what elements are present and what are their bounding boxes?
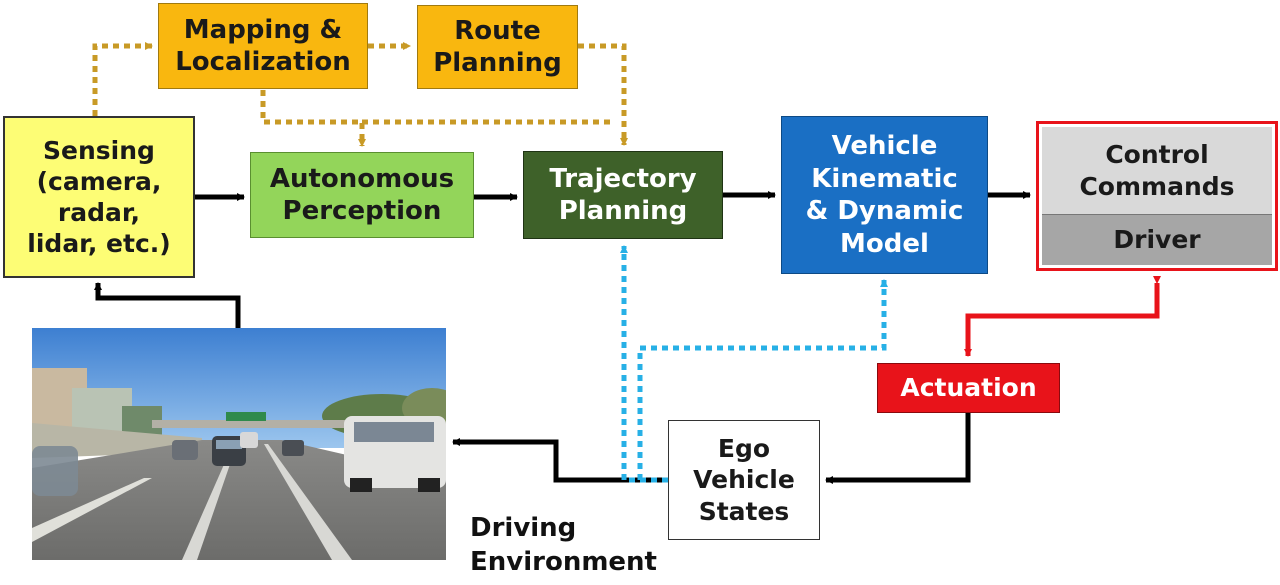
planning-arrows	[92, 42, 628, 147]
node-control-commands: Control Commands	[1042, 127, 1272, 214]
arrow-actuation-to-ego	[825, 413, 971, 484]
node-autonomous-perception-label: Autonomous Perception	[269, 163, 455, 227]
arrow-route-to-trajectory	[578, 43, 628, 146]
node-trajectory-planning: Trajectory Planning	[523, 151, 723, 239]
driving-environment-label: Driving Environment	[470, 513, 657, 577]
arrow-mapping-to-perception	[260, 90, 366, 147]
node-trajectory-planning-label: Trajectory Planning	[549, 163, 697, 227]
actuation-link	[964, 276, 1161, 357]
node-mapping-localization-label: Mapping & Localization	[175, 14, 351, 78]
node-actuation: Actuation	[877, 363, 1060, 413]
main-flow-arrows	[94, 191, 1031, 484]
node-sensing-label: Sensing (camera, radar, lidar, etc.)	[27, 135, 171, 259]
node-vehicle-model: Vehicle Kinematic & Dynamic Model	[781, 116, 988, 274]
driving-environment-image	[32, 328, 446, 560]
node-ego-vehicle-states-label: Ego Vehicle States	[693, 434, 795, 526]
node-ego-vehicle-states: Ego Vehicle States	[668, 420, 820, 540]
arrow-ego-to-environment	[452, 438, 668, 483]
arrow-ego-to-model	[637, 279, 888, 480]
node-route-planning: Route Planning	[417, 5, 578, 89]
node-control-commands-label: Control Commands	[1079, 140, 1235, 201]
node-control-driver: Control Commands Driver	[1036, 121, 1278, 271]
node-actuation-label: Actuation	[900, 373, 1037, 403]
node-driver: Driver	[1042, 214, 1272, 265]
node-route-planning-label: Route Planning	[433, 15, 562, 79]
highway-traffic-photo	[32, 328, 446, 560]
state-feedback-arrows	[620, 245, 888, 483]
arrow-driver-to-actuation	[964, 276, 1161, 357]
node-mapping-localization: Mapping & Localization	[158, 3, 368, 89]
node-autonomous-perception: Autonomous Perception	[250, 152, 474, 238]
arrow-environment-to-sensing	[94, 282, 241, 328]
arrow-sensing-to-mapping	[92, 42, 153, 116]
node-vehicle-model-label: Vehicle Kinematic & Dynamic Model	[805, 131, 964, 259]
node-driver-label: Driver	[1113, 225, 1201, 255]
node-sensing: Sensing (camera, radar, lidar, etc.)	[3, 116, 195, 278]
arrow-ego-to-trajectory	[620, 245, 668, 483]
